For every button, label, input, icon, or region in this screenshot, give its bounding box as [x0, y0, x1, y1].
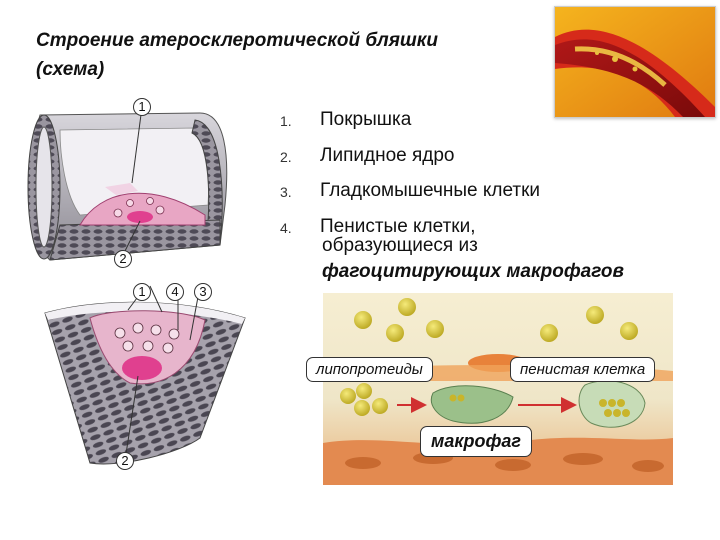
cross-section-diagram [30, 278, 260, 478]
legend-continuation-line-2: фагоцитирующих макрофагов [322, 259, 624, 285]
artery-photo [554, 6, 716, 118]
callout-2-top: 2 [114, 250, 132, 268]
vessel-segment-diagram [20, 95, 240, 275]
callout-1-top: 1 [133, 98, 151, 116]
legend-item: 3. Гладкомышечные клетки [280, 174, 540, 210]
slide-title: Строение атеросклеротической бляшки (схе… [36, 26, 438, 84]
label-macrophage: макрофаг [420, 426, 532, 457]
title-line-1: Строение атеросклеротической бляшки [36, 26, 438, 55]
legend-text: Липидное ядро [320, 139, 454, 175]
legend-item: 1. Покрышка [280, 103, 540, 139]
legend-continuation-line-1: образующиеся из [322, 233, 624, 259]
callout-1-bottom: 1 [133, 283, 151, 301]
callout-3-bottom: 3 [194, 283, 212, 301]
legend-item: 2. Липидное ядро [280, 139, 540, 175]
legend-text: Гладкомышечные клетки [320, 174, 540, 210]
legend-number: 2. [280, 139, 320, 175]
legend-number: 4. [280, 210, 320, 246]
legend-number: 1. [280, 103, 320, 139]
label-lipoproteins: липопротеиды [306, 357, 433, 382]
callout-4-bottom: 4 [166, 283, 184, 301]
legend-text: Покрышка [320, 103, 411, 139]
label-foam-cell: пенистая клетка [510, 357, 655, 382]
title-line-2: (схема) [36, 55, 438, 84]
callout-2-bottom: 2 [116, 452, 134, 470]
legend-list: 1. Покрышка 2. Липидное ядро 3. Гладкомы… [280, 103, 540, 245]
legend-continuation: образующиеся из фагоцитирующих макрофаго… [322, 233, 624, 285]
legend-number: 3. [280, 174, 320, 210]
